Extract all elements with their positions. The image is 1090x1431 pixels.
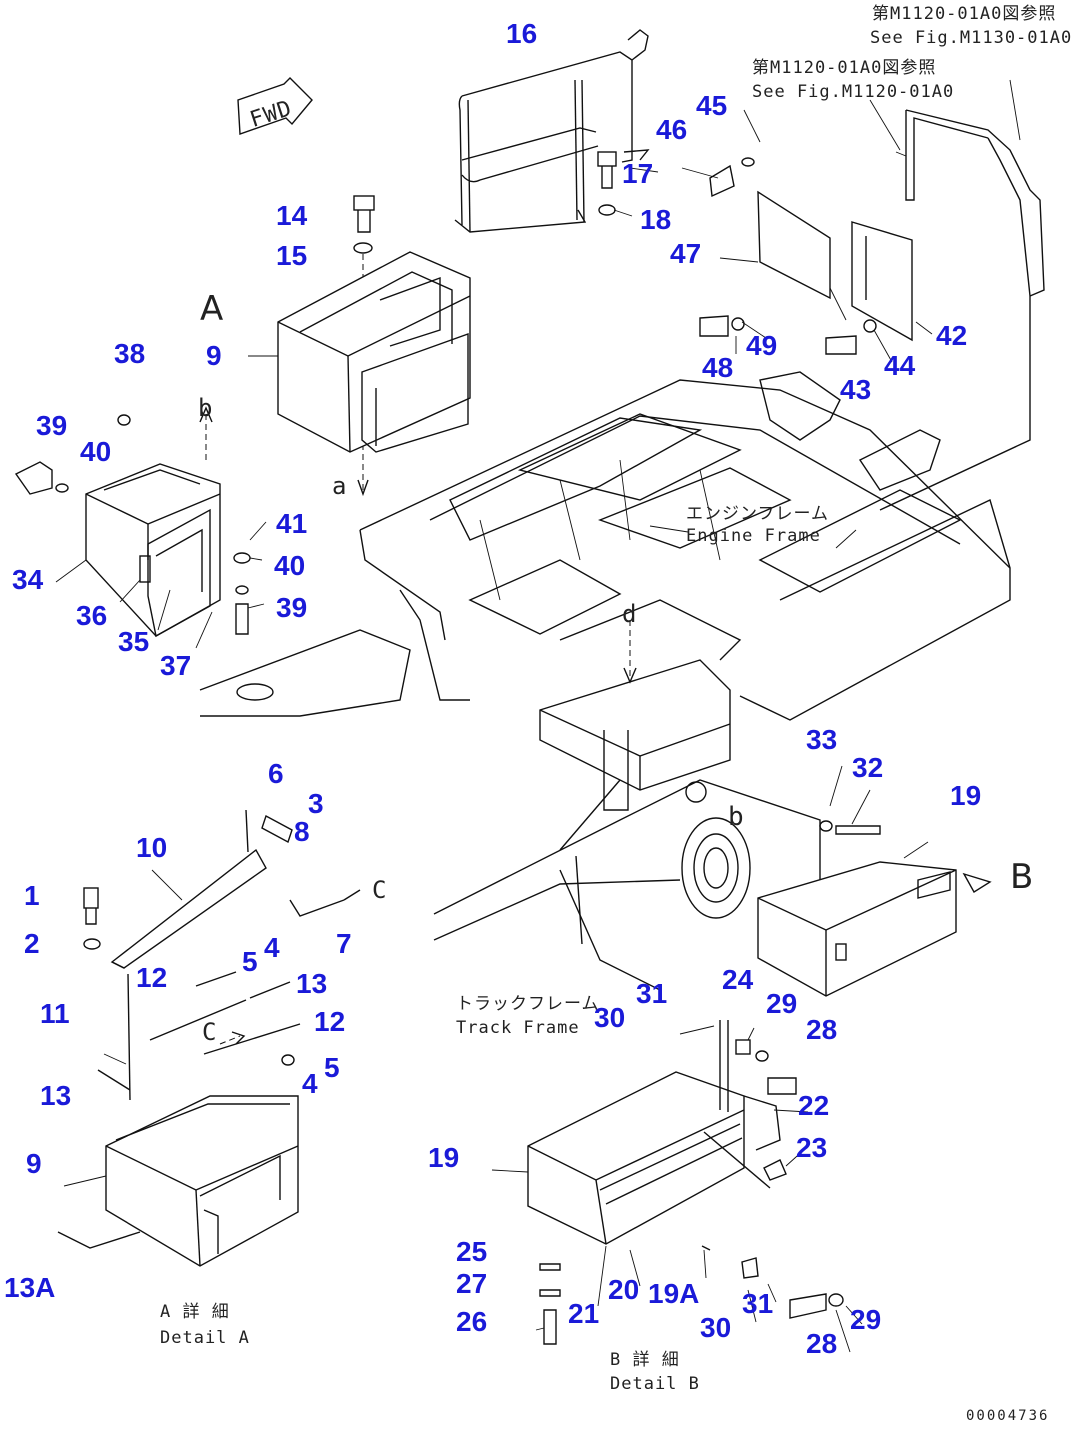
- callout-18: 18: [640, 204, 672, 235]
- callout-6: 6: [268, 758, 284, 789]
- callout-28-lower: 28: [806, 1328, 838, 1359]
- callout-34: 34: [12, 564, 44, 595]
- track-frame-jp: トラックフレーム: [456, 994, 600, 1014]
- callout-41: 41: [276, 508, 308, 539]
- callout-22: 22: [798, 1090, 830, 1121]
- callout-35: 35: [118, 626, 150, 657]
- callout-40-right: 40: [274, 550, 306, 581]
- callout-39-right: 39: [276, 592, 308, 623]
- callout-27: 27: [456, 1268, 488, 1299]
- callout-12-left: 12: [136, 962, 168, 993]
- callout-16: 16: [506, 18, 538, 49]
- callout-29-lower: 29: [850, 1304, 882, 1335]
- callout-19-top: 19: [950, 780, 982, 811]
- callout-38: 38: [114, 338, 146, 369]
- callout-29-upper: 29: [766, 988, 798, 1019]
- arrow-label-c-upper: C: [372, 876, 388, 904]
- callout-47: 47: [670, 238, 702, 269]
- callout-2: 2: [24, 928, 40, 959]
- callout-46: 46: [656, 114, 688, 145]
- view-marker-a: A: [200, 289, 224, 329]
- callout-10: 10: [136, 832, 168, 863]
- callout-48: 48: [702, 352, 734, 383]
- engine-frame-en: Engine Frame: [686, 526, 821, 546]
- callout-17: 17: [622, 158, 654, 189]
- arrow-label-a: a: [332, 472, 348, 500]
- callout-32: 32: [852, 752, 884, 783]
- callout-30-upper: 30: [594, 1002, 626, 1033]
- callout-4-upper: 4: [264, 932, 280, 963]
- bracket-top-right: [699, 109, 1045, 511]
- callout-25: 25: [456, 1236, 488, 1267]
- callout-21: 21: [568, 1298, 600, 1329]
- callout-20: 20: [608, 1274, 640, 1305]
- arrow-label-b: b: [198, 394, 214, 422]
- fwd-arrow-icon: [237, 77, 313, 135]
- handrail-16: [454, 29, 650, 233]
- box-19-bottom: [527, 1020, 844, 1345]
- reference-1-en: See Fig.M1130-01A0: [870, 28, 1073, 48]
- bolts-top: [353, 151, 617, 497]
- callout-44: 44: [884, 350, 916, 381]
- callout-37: 37: [160, 650, 192, 681]
- callout-8: 8: [294, 816, 310, 847]
- callout-14: 14: [276, 200, 308, 231]
- detail-a-en: Detail A: [160, 1328, 250, 1348]
- callout-40-left: 40: [80, 436, 112, 467]
- callout-30-lower: 30: [700, 1312, 732, 1343]
- view-marker-b: B: [1010, 857, 1034, 897]
- callout-45: 45: [696, 90, 728, 121]
- reference-1-jp: 第M1120-01A0図参照: [872, 4, 1057, 24]
- callout-3: 3: [308, 788, 324, 819]
- callout-9-detail-a: 9: [26, 1148, 42, 1179]
- callout-13-left: 13: [40, 1080, 72, 1111]
- reference-2-en: See Fig.M1120-01A0: [752, 82, 955, 102]
- callout-9-top: 9: [206, 340, 222, 371]
- callout-5-upper: 5: [242, 946, 258, 977]
- callout-13A: 13A: [4, 1272, 56, 1303]
- callout-28-upper: 28: [806, 1014, 838, 1045]
- callout-4-lower: 4: [302, 1068, 318, 1099]
- box-19-top: [757, 820, 992, 997]
- callout-7: 7: [336, 928, 352, 959]
- callout-39-left: 39: [36, 410, 68, 441]
- callout-43: 43: [840, 374, 872, 405]
- box-34: [14, 406, 251, 638]
- arrow-label-b-lower: b: [728, 802, 745, 832]
- callout-31-lower: 31: [742, 1288, 774, 1319]
- detail-b-jp: B 詳 細: [610, 1350, 680, 1370]
- reference-2-jp: 第M1120-01A0図参照: [752, 58, 937, 78]
- callout-42: 42: [936, 320, 968, 351]
- callout-13-right: 13: [296, 968, 328, 999]
- engine-frame: [199, 371, 1011, 791]
- callout-49: 49: [746, 330, 778, 361]
- callout-36: 36: [76, 600, 108, 631]
- callout-19-detail-b: 19: [428, 1142, 460, 1173]
- box-9-top: [277, 251, 471, 453]
- detail-a: [57, 809, 361, 1267]
- arrow-label-c-lower: C: [202, 1018, 218, 1046]
- track-frame: [433, 730, 821, 991]
- detail-a-jp: A 詳 細: [160, 1302, 230, 1322]
- callout-26: 26: [456, 1306, 488, 1337]
- callout-12-right: 12: [314, 1006, 346, 1037]
- callout-23: 23: [796, 1132, 828, 1163]
- callout-11: 11: [40, 998, 70, 1029]
- detail-b-en: Detail B: [610, 1374, 700, 1394]
- callout-24: 24: [722, 964, 754, 995]
- callout-15: 15: [276, 240, 308, 271]
- callout-19A: 19A: [648, 1278, 700, 1309]
- engine-frame-jp: エンジンフレーム: [686, 504, 829, 524]
- document-id: 00004736: [966, 1408, 1050, 1424]
- callout-31-upper: 31: [636, 978, 668, 1009]
- track-frame-en: Track Frame: [456, 1018, 580, 1038]
- callout-5-lower: 5: [324, 1052, 340, 1083]
- leader-lines: [55, 79, 1021, 1353]
- arrow-label-d: d: [622, 600, 638, 628]
- callout-1: 1: [24, 880, 40, 911]
- callout-33: 33: [806, 724, 838, 755]
